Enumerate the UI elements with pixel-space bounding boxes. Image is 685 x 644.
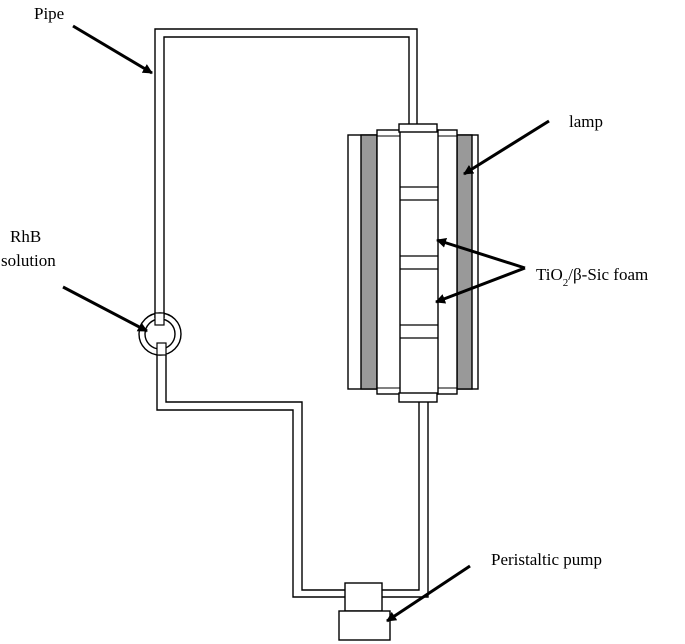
pipe-return-inner [382,400,420,591]
label-foam-suffix: /β-Sic foam [568,265,648,284]
arrow-lamp [463,119,550,176]
pipe-bottom-outer [156,355,345,598]
pipe-loop [154,28,429,598]
label-foam-subscript: 2 [563,277,569,289]
pipe-return-outer [382,400,429,598]
pipe-top-inner [163,36,410,318]
pump-top [344,582,383,612]
pointer-arrows [62,24,550,623]
arrow-rhb [62,285,148,333]
label-foam: TiO2/β-Sic foam [536,265,648,289]
arrow-pump [386,564,471,623]
reactor-top-cap [398,123,438,133]
pipe-bottom-inner [165,355,345,591]
rhb-inner-tubes [154,312,167,356]
pump-base [338,610,391,641]
label-foam-prefix: TiO [536,265,563,284]
foam-column [399,129,439,395]
label-rhb-line1: RhB [10,227,41,246]
arrow-foam-lower [435,266,526,304]
label-pipe: Pipe [34,4,64,23]
peristaltic-pump [338,582,391,641]
reactor-bottom-cap [398,392,438,403]
label-rhb-line2: solution [1,251,56,270]
label-lamp: lamp [569,112,603,131]
photoreactor [347,123,479,403]
arrow-pipe [72,24,153,75]
pipe-top-outer [154,28,418,318]
label-pump: Peristaltic pump [491,550,602,569]
lamp-left [360,134,378,390]
arrow-foam-upper [436,237,526,270]
